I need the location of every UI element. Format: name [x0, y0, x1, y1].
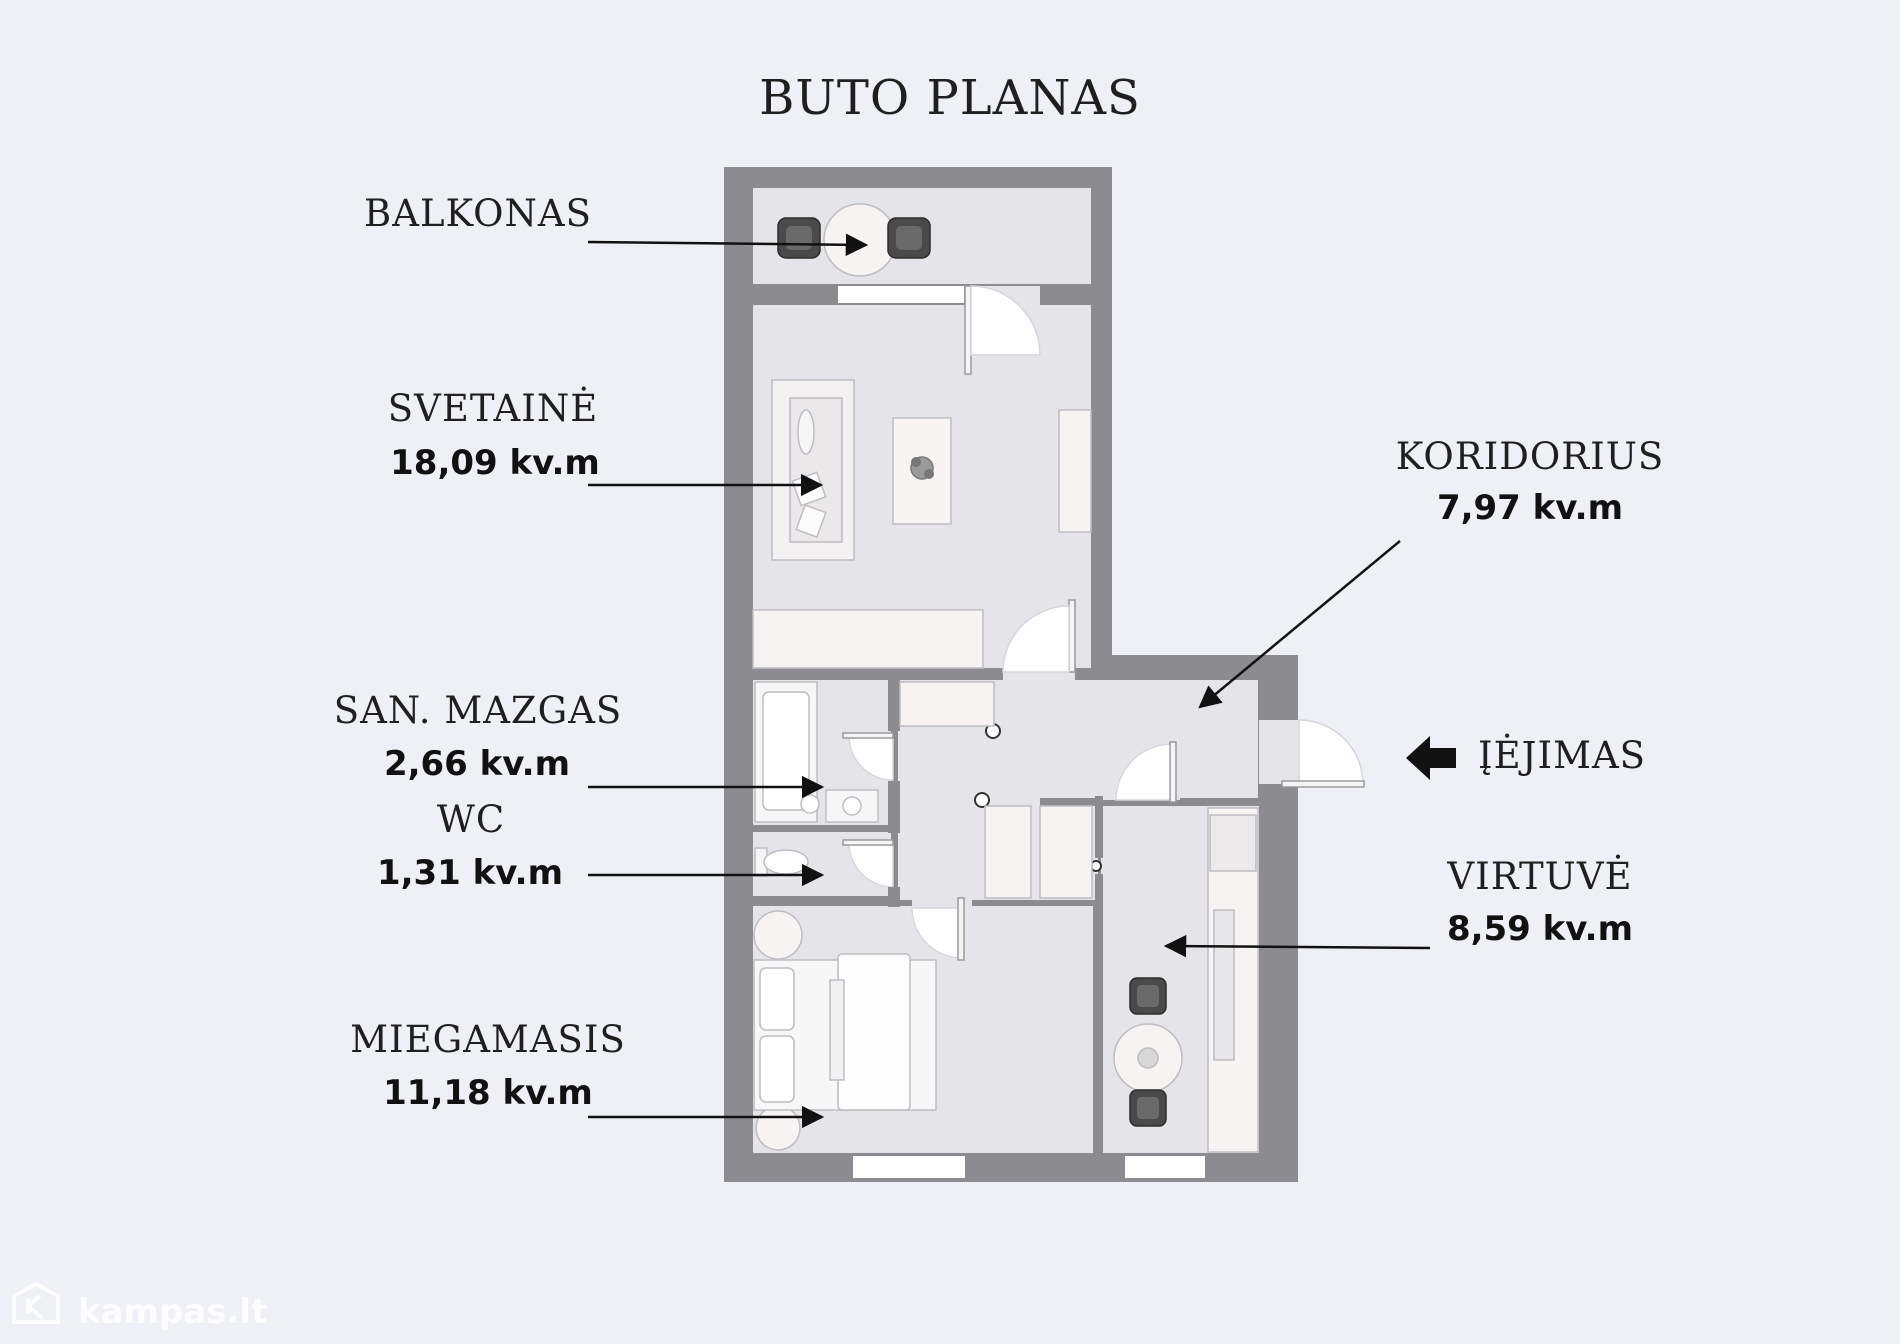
wc-area: 1,31 kv.m	[377, 853, 563, 893]
entrance-arrow-icon	[1406, 736, 1456, 780]
corridor-pivots	[974, 723, 1102, 872]
koridorius-label: KORIDORIUS	[1396, 435, 1664, 478]
page-title: BUTO PLANAS	[759, 70, 1141, 126]
virtuve-label: VIRTUVĖ	[1446, 854, 1632, 898]
balkonas-arrow	[587, 233, 869, 257]
tv-cabinet	[1058, 409, 1092, 533]
toilet	[763, 849, 809, 875]
windows	[838, 286, 1205, 1178]
svetaine-label: SVETAINĖ	[388, 386, 598, 430]
labels: BALKONAS SVETAINĖ 18,09 kv.m KORIDORIUS …	[334, 192, 1664, 1113]
virtuve-window	[1125, 1156, 1205, 1178]
balcony-chair-right	[887, 217, 931, 259]
balcony-chair-left	[777, 217, 821, 259]
bedroom-door	[911, 897, 972, 961]
entrance-door	[1259, 719, 1365, 788]
balkonas-label: BALKONAS	[364, 192, 592, 235]
koridorius-area: 7,97 kv.m	[1437, 488, 1623, 528]
wc-label: WC	[437, 798, 505, 841]
bathroom-sink	[825, 789, 879, 823]
doors	[842, 285, 1365, 961]
watermark: kampas.lt	[12, 1281, 267, 1332]
kampas-logo-icon	[12, 1281, 60, 1324]
svetaine-area: 18,09 kv.m	[390, 443, 600, 483]
sofa	[771, 379, 855, 561]
balkonas-window	[838, 286, 964, 303]
miegamasis-label: MIEGAMASIS	[350, 1018, 626, 1061]
watermark-text: kampas.lt	[78, 1292, 267, 1332]
bathroom-door	[842, 732, 894, 781]
living-door	[1002, 599, 1076, 682]
virtuve-arrow	[1163, 934, 1431, 958]
wardrobe-living	[752, 609, 984, 669]
balcony-door	[964, 285, 1041, 375]
kitchen-chair-top	[1129, 977, 1167, 1015]
corridor-wardrobe-3	[1039, 805, 1093, 899]
partitions	[750, 660, 1260, 1160]
balcony-table	[823, 203, 897, 277]
wc-door	[842, 839, 894, 888]
kitchen-chair-bottom	[1129, 1089, 1167, 1127]
bedroom-plant	[753, 910, 803, 960]
corridor-wardrobe-1	[899, 681, 995, 727]
virtuve-area: 8,59 kv.m	[1447, 909, 1633, 949]
bed	[753, 953, 937, 1111]
san-mazgas-area: 2,66 kv.m	[384, 744, 570, 784]
leader-arrows	[587, 233, 1431, 1129]
bedroom-nightstand	[755, 1105, 801, 1151]
corridor-wardrobe-2	[984, 805, 1032, 899]
corridor-inner-door	[1115, 741, 1177, 803]
koridorius-arrow	[1198, 540, 1401, 709]
entrance-label: ĮĖJIMAS	[1478, 733, 1646, 777]
miegamasis-area: 11,18 kv.m	[383, 1073, 593, 1113]
san-mazgas-label: SAN. MAZGAS	[334, 689, 623, 732]
coffee-table	[892, 417, 952, 525]
washing-machine	[800, 794, 820, 814]
furniture	[752, 203, 1259, 1153]
miegamasis-window	[853, 1156, 965, 1178]
